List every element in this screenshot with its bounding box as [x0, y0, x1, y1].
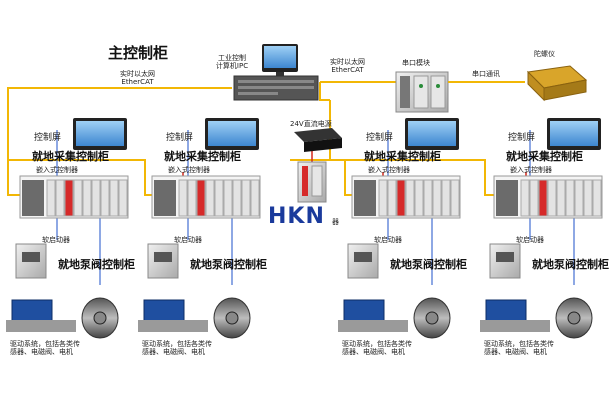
control-screen-label: 控制屏	[366, 133, 394, 143]
control-screen-label: 控制屏	[34, 133, 62, 143]
drive-system-label: 驱动系统，包括各类传感器、电磁阀、电机	[342, 340, 412, 356]
embedded-controller-label: 嵌入式控制器	[368, 166, 410, 174]
field-unit-4	[480, 118, 603, 339]
control-screen-label: 控制屏	[166, 133, 194, 143]
pump-cabinet-label: 就地泵阀控制柜	[390, 258, 467, 271]
signal-lines	[56, 130, 575, 285]
serial-module	[395, 71, 449, 113]
serial-comm-label: 串口通讯	[472, 70, 500, 78]
gyro-label: 陀螺仪	[534, 50, 555, 58]
pump-cabinet-label: 就地泵阀控制柜	[58, 258, 135, 271]
collect-cabinet-label: 就地采集控制柜	[164, 150, 241, 163]
drive-system-label: 驱动系统，包括各类传感器、电磁阀、电机	[10, 340, 80, 356]
embedded-controller-label: 嵌入式控制器	[510, 166, 552, 174]
field-unit-3	[338, 118, 461, 339]
page-title: 主控制柜	[108, 44, 169, 62]
drive-system-label: 驱动系统，包括各类传感器、电磁阀、电机	[142, 340, 212, 356]
ipc-computer	[233, 44, 319, 101]
drive-system-label: 驱动系统，包括各类传感器、电磁阀、电机	[484, 340, 554, 356]
power-supply-label: 24V直流电源	[290, 120, 332, 128]
central-io-modules	[297, 161, 327, 203]
soft-starter-label: 软启动器	[516, 236, 544, 244]
hkn-logo: HKN	[268, 204, 325, 229]
collect-cabinet-label: 就地采集控制柜	[364, 150, 441, 163]
collect-cabinet-label: 就地采集控制柜	[506, 150, 583, 163]
logo-fragment-label: 器	[332, 218, 339, 226]
embedded-controller-label: 嵌入式控制器	[168, 166, 210, 174]
pump-cabinet-label: 就地泵阀控制柜	[190, 258, 267, 271]
gyroscope-device	[526, 65, 588, 102]
pump-cabinet-label: 就地泵阀控制柜	[532, 258, 609, 271]
ipc-label: 工业控制计算机IPC	[215, 54, 249, 70]
soft-starter-label: 软启动器	[42, 236, 70, 244]
field-unit-2	[138, 118, 261, 339]
control-screen-label: 控制屏	[508, 133, 536, 143]
embedded-controller-label: 嵌入式控制器	[36, 166, 78, 174]
field-unit-1	[6, 118, 129, 339]
serial-module-label: 串口模块	[402, 59, 430, 67]
power-supply-unit	[294, 128, 342, 152]
collect-cabinet-label: 就地采集控制柜	[32, 150, 109, 163]
soft-starter-label: 软启动器	[174, 236, 202, 244]
field-units-graphics	[6, 118, 603, 339]
soft-starter-label: 软启动器	[374, 236, 402, 244]
